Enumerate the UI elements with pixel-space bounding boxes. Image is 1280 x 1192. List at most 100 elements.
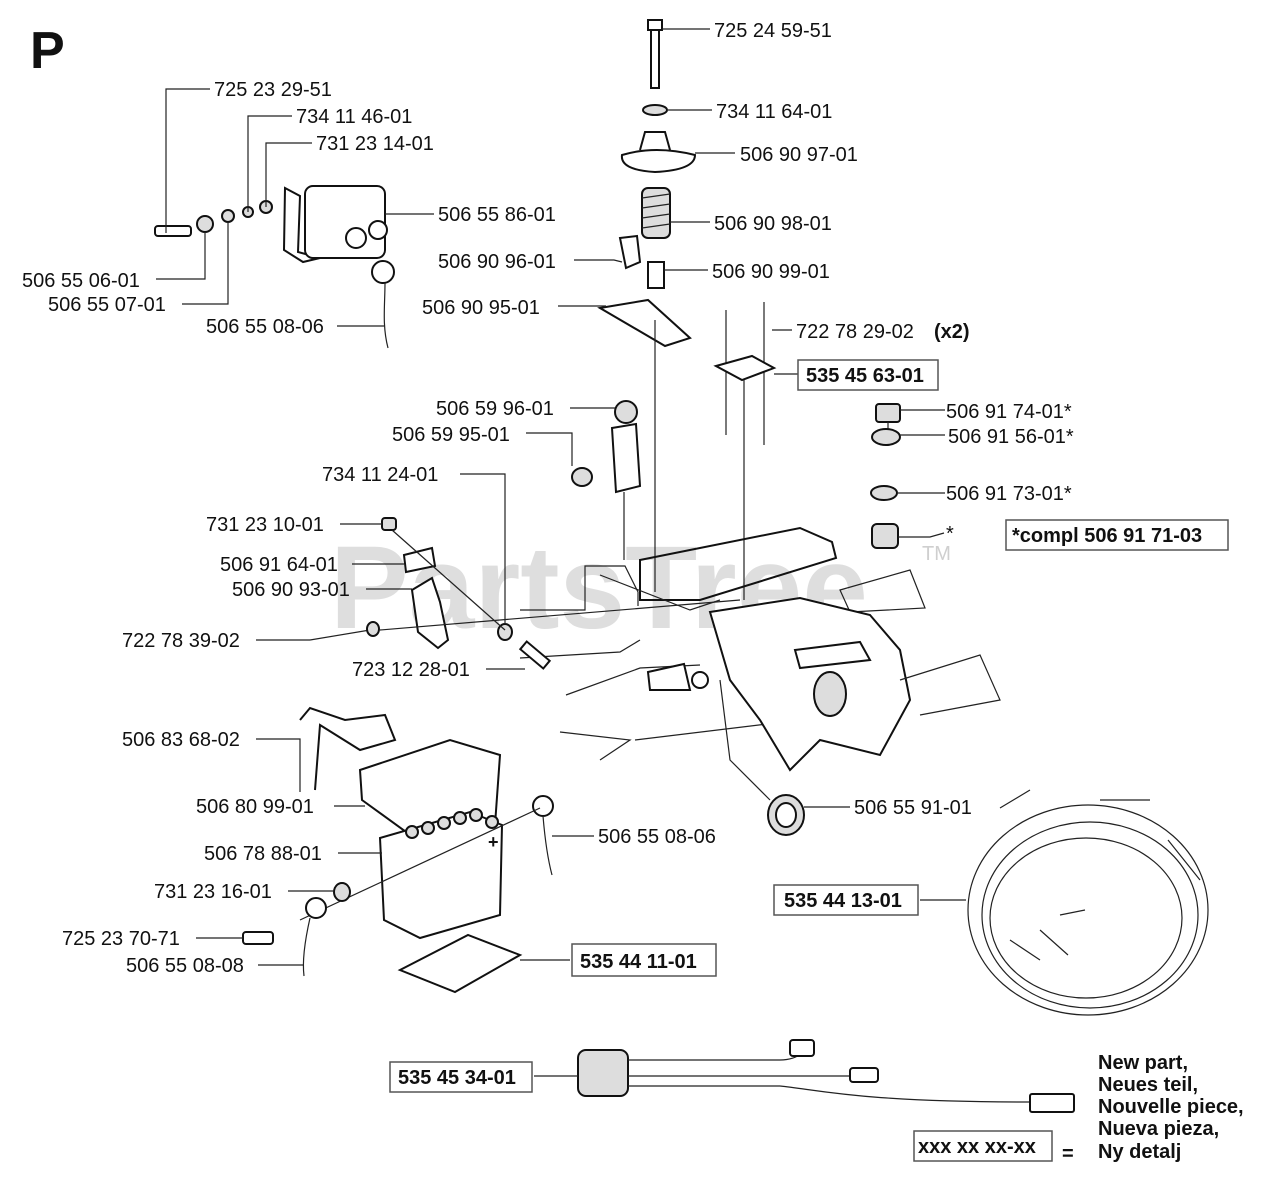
- trademark: TM: [922, 543, 951, 565]
- label-506-90-98-01: 506 90 98-01: [714, 213, 832, 235]
- lever-plate[interactable]: [610, 422, 642, 494]
- wiring-harness-535-44-13-01[interactable]: [920, 789, 1209, 1016]
- harness-535-45-34-01[interactable]: [534, 1039, 1075, 1113]
- label-506-91-73-01: 506 91 73-01*: [946, 483, 1072, 505]
- shift-stack: [558, 19, 735, 592]
- console-cylinder: [813, 671, 847, 717]
- label-star: *: [946, 523, 954, 545]
- grommet-small: [691, 671, 709, 689]
- label-box: [571, 943, 717, 977]
- label-725-23-70-71: 725 23 70-71: [62, 928, 180, 950]
- solenoid-terminal-icon: [345, 227, 367, 249]
- dash-console: [708, 596, 912, 772]
- knob-506-59-95-01[interactable]: [571, 467, 593, 487]
- label-723-12-28-01: 723 12 28-01: [352, 659, 470, 681]
- label-722-78-39-02: 722 78 39-02: [122, 630, 240, 652]
- label-725-23-29-51: 725 23 29-51: [214, 79, 332, 101]
- key-506-91-74-01[interactable]: [875, 403, 901, 423]
- label-box: [1005, 519, 1229, 551]
- bolt-725-24-59-51[interactable]: [650, 29, 660, 89]
- label-506-90-99-01: 506 90 99-01: [712, 261, 830, 283]
- label-731-23-16-01: 731 23 16-01: [154, 881, 272, 903]
- legend-line-2: Neues teil,: [1098, 1074, 1198, 1096]
- bracket-small: [646, 662, 692, 691]
- console-opening: [793, 640, 872, 670]
- label-506-55-06-01: 506 55 06-01: [22, 270, 140, 292]
- plate-506-90-95-01[interactable]: [597, 298, 692, 348]
- label-725-24-59-51: 725 24 59-51: [714, 20, 832, 42]
- clip-506-90-96-01[interactable]: [618, 234, 642, 270]
- cable-506-55-08-06[interactable]: [383, 282, 389, 349]
- switch-506-91-64-01[interactable]: [402, 546, 437, 574]
- nut-731-23-10-01[interactable]: [381, 517, 397, 531]
- cup-506-90-97-01[interactable]: [620, 131, 697, 174]
- label-box: [389, 1061, 533, 1093]
- label-506-55-86-01: 506 55 86-01: [438, 204, 556, 226]
- solenoid-terminal-icon: [368, 220, 388, 240]
- cable-eyelet-icon: [371, 260, 395, 284]
- battery-group: +: [196, 706, 594, 994]
- label-722-78-29-02: 722 78 29-02: [796, 321, 914, 343]
- cable-506-55-08-08[interactable]: [302, 917, 311, 977]
- pin-plate-group: [713, 302, 798, 600]
- cable-506-55-08-06[interactable]: [542, 815, 553, 876]
- legend-line-3: Nouvelle piece,: [1098, 1096, 1244, 1118]
- washer-506-55-06-01[interactable]: [196, 215, 214, 233]
- label-506-90-95-01: 506 90 95-01: [422, 297, 540, 319]
- cap-506-91-56-01[interactable]: [871, 428, 901, 446]
- pad-535-44-11-01[interactable]: [397, 933, 523, 994]
- shift-lever-group: [526, 400, 642, 560]
- legend-line-1: New part,: [1098, 1052, 1188, 1074]
- pin-722-78-39-02[interactable]: [309, 629, 371, 641]
- washer-734-11-64-01[interactable]: [642, 104, 668, 116]
- bracket-506-90-93-01[interactable]: [410, 576, 450, 650]
- bolt-723-12-28-01[interactable]: [518, 640, 552, 670]
- label-506-59-96-01: 506 59 96-01: [436, 398, 554, 420]
- legend-equals: =: [1062, 1143, 1074, 1165]
- hold-down-506-83-68-02[interactable]: [299, 706, 397, 791]
- label-506-55-07-01: 506 55 07-01: [48, 294, 166, 316]
- spring-506-90-98-01[interactable]: [641, 187, 671, 239]
- label-506-55-08-06: 506 55 08-06: [206, 316, 324, 338]
- nut-506-55-07-01[interactable]: [221, 209, 235, 223]
- label-734-11-46-01: 734 11 46-01: [296, 106, 412, 128]
- label-compl-506-91-71-03: *compl 506 91 71-03: [1012, 525, 1202, 547]
- label-734-11-24-01: 734 11 24-01: [322, 464, 438, 486]
- svg-text:+: +: [488, 832, 499, 852]
- cable-eyelet-icon: [305, 897, 327, 919]
- bolt-725-23-70-71[interactable]: [242, 931, 274, 945]
- label-506-55-08-08: 506 55 08-08: [126, 955, 244, 977]
- nut-731-23-16-01[interactable]: [333, 882, 351, 902]
- bolt-head: [647, 19, 663, 31]
- legend: xxx xx xx-xx = New part, Neues teil, Nou…: [913, 1052, 1244, 1165]
- wire-guide-group: [256, 473, 741, 670]
- label-506-55-91-01: 506 55 91-01: [854, 797, 972, 819]
- label-506-90-97-01: 506 90 97-01: [740, 144, 858, 166]
- label-731-23-14-01: 731 23 14-01: [316, 133, 434, 155]
- page-letter: P: [30, 22, 65, 80]
- bolt-725-23-29-51[interactable]: [154, 225, 192, 237]
- chassis-top-panel: [639, 526, 838, 601]
- label-506-78-88-01: 506 78 88-01: [204, 843, 322, 865]
- label-734-11-64-01: 734 11 64-01: [716, 101, 832, 123]
- key-switch-group: [870, 403, 945, 549]
- chassis: [519, 526, 1001, 772]
- battery-506-78-88-01[interactable]: [378, 810, 504, 940]
- label-535-44-13-01: 535 44 13-01: [784, 890, 902, 912]
- legend-line-4: Nueva pieza,: [1098, 1118, 1219, 1140]
- label-506-59-95-01: 506 59 95-01: [392, 424, 510, 446]
- label-731-23-10-01: 731 23 10-01: [206, 514, 324, 536]
- label-506-91-56-01: 506 91 56-01*: [948, 426, 1074, 448]
- ignition-switch[interactable]: [871, 523, 899, 549]
- label-506-83-68-02: 506 83 68-02: [122, 729, 240, 751]
- label-535-44-11-01: 535 44 11-01: [580, 951, 697, 973]
- nut-506-91-73-01[interactable]: [870, 485, 898, 501]
- label-506-55-08-06-b: 506 55 08-06: [598, 826, 716, 848]
- knob-506-59-96-01[interactable]: [614, 400, 638, 424]
- legend-sample-box: [913, 1130, 1053, 1162]
- label-506-80-99-01: 506 80 99-01: [196, 796, 314, 818]
- plate-535-45-63-01[interactable]: [713, 354, 777, 382]
- label-x2: (x2): [934, 321, 970, 343]
- bushing-506-90-99-01[interactable]: [647, 261, 665, 289]
